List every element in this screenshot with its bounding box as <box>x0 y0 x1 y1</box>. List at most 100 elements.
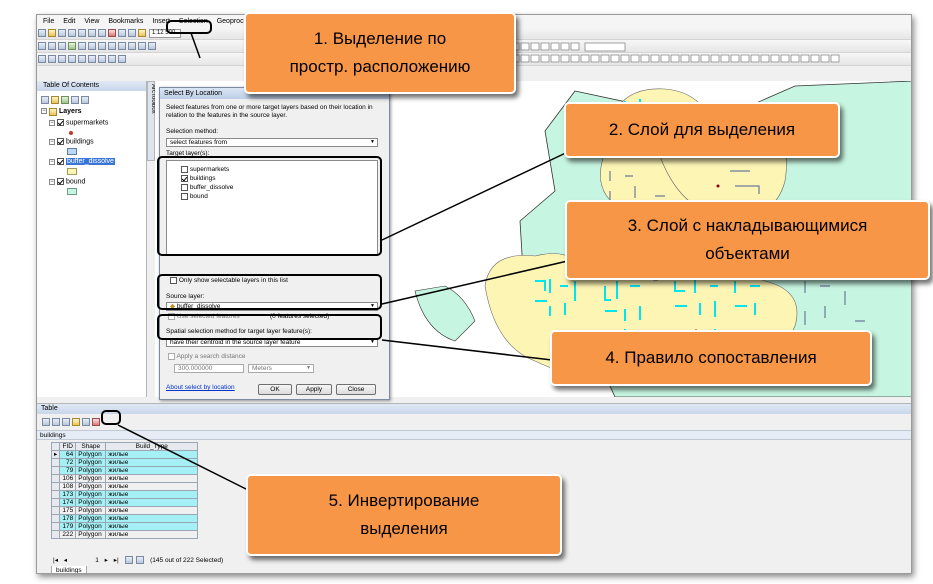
layer-visibility-checkbox[interactable] <box>57 178 64 185</box>
about-select-by-location-link[interactable]: About select by location <box>166 384 235 391</box>
select-by-attributes-icon[interactable] <box>62 418 70 426</box>
back-icon[interactable] <box>98 42 106 50</box>
record-number-input[interactable]: 1 <box>95 557 99 564</box>
toc-layer-buffer-dissolve[interactable]: − buffer_dissolve <box>49 158 115 166</box>
collapse-icon[interactable]: − <box>49 119 55 126</box>
toolbar-icons-right[interactable] <box>507 40 907 66</box>
menu-geoprocessing[interactable]: Geoprocessing <box>216 17 264 25</box>
paste-icon[interactable] <box>98 29 106 37</box>
dropdown-arrow-icon[interactable]: ▼ <box>370 139 375 145</box>
pan-icon[interactable] <box>58 42 66 50</box>
units-select[interactable]: Meters▼ <box>248 364 314 373</box>
collapse-icon[interactable]: − <box>49 158 55 165</box>
target-layer-checkbox[interactable] <box>181 184 188 191</box>
tool-c-icon[interactable] <box>58 55 66 63</box>
use-selected-option[interactable]: Use selected features <box>168 313 240 321</box>
arctoolbox-side-tab[interactable]: ArcToolbox <box>147 81 156 161</box>
new-icon[interactable] <box>38 29 46 37</box>
fixed-zoom-out-icon[interactable] <box>88 42 96 50</box>
find-icon[interactable] <box>138 42 146 50</box>
tool-d-icon[interactable] <box>68 55 76 63</box>
table-options-icon[interactable] <box>42 418 50 426</box>
menu-insert[interactable]: Insert <box>152 17 170 25</box>
target-layer-bound[interactable]: bound <box>181 193 208 201</box>
use-selected-checkbox[interactable] <box>168 313 175 320</box>
tool-h-icon[interactable] <box>108 55 116 63</box>
measure-icon[interactable] <box>148 42 156 50</box>
menu-view[interactable]: View <box>84 17 100 25</box>
identify-icon[interactable] <box>128 42 136 50</box>
layer-visibility-checkbox[interactable] <box>57 119 64 126</box>
target-layers-list[interactable]: supermarkets buildings buffer_dissolve b… <box>166 160 378 256</box>
clear-selection-icon[interactable] <box>82 418 90 426</box>
search-distance-option[interactable]: Apply a search distance <box>168 353 245 361</box>
target-layer-checkbox[interactable] <box>181 175 188 182</box>
delete-selected-icon[interactable] <box>92 418 100 426</box>
print-icon[interactable] <box>68 29 76 37</box>
save-icon[interactable] <box>58 29 66 37</box>
selection-method-select[interactable]: select features from▼ <box>166 138 378 147</box>
collapse-icon[interactable]: − <box>49 138 55 145</box>
select-features-icon[interactable] <box>118 42 126 50</box>
menu-file[interactable]: File <box>43 17 55 25</box>
toc-layer-buildings[interactable]: − buildings <box>49 138 94 145</box>
list-by-visibility-icon[interactable] <box>61 96 69 104</box>
close-button[interactable]: Close <box>336 384 376 395</box>
layer-visibility-checkbox[interactable] <box>57 138 64 145</box>
add-data-icon[interactable] <box>138 29 146 37</box>
search-distance-checkbox[interactable] <box>168 353 175 360</box>
distance-input[interactable]: 300.000000 <box>174 364 244 373</box>
show-all-records-icon[interactable] <box>124 556 133 565</box>
toc-root[interactable]: −Layers <box>41 108 82 116</box>
tool-g-icon[interactable] <box>98 55 106 63</box>
target-layer-checkbox[interactable] <box>181 193 188 200</box>
only-selectable-checkbox[interactable] <box>170 277 177 284</box>
open-icon[interactable] <box>48 29 56 37</box>
list-by-selection-icon[interactable] <box>71 96 79 104</box>
tool-i-icon[interactable] <box>118 55 126 63</box>
full-extent-icon[interactable] <box>68 42 76 50</box>
toc-layer-bound[interactable]: − bound <box>49 178 85 185</box>
layer-visibility-checkbox[interactable] <box>57 158 64 165</box>
zoom-out-icon[interactable] <box>48 42 56 50</box>
previous-record-icon[interactable]: ◂ <box>63 557 68 564</box>
menu-edit[interactable]: Edit <box>63 17 76 25</box>
copy-icon[interactable] <box>88 29 96 37</box>
collapse-icon[interactable]: − <box>41 108 47 115</box>
target-layer-buildings[interactable]: buildings <box>181 175 215 183</box>
options-icon[interactable] <box>81 96 89 104</box>
ok-button[interactable]: OK <box>258 384 292 395</box>
list-by-source-icon[interactable] <box>51 96 59 104</box>
redo-icon[interactable] <box>128 29 136 37</box>
dropdown-arrow-icon[interactable]: ▼ <box>306 365 311 371</box>
last-record-icon[interactable]: ▸| <box>113 557 119 564</box>
switch-selection-icon[interactable] <box>72 418 80 426</box>
target-layer-buffer-dissolve[interactable]: buffer_dissolve <box>181 184 233 192</box>
menu-bookmarks[interactable]: Bookmarks <box>108 17 144 25</box>
apply-button[interactable]: Apply <box>296 384 332 395</box>
show-selected-records-icon[interactable] <box>136 556 145 565</box>
next-record-icon[interactable]: ▸ <box>104 557 108 564</box>
related-tables-icon[interactable] <box>52 418 60 426</box>
first-record-icon[interactable]: |◂ <box>53 557 58 564</box>
tool-f-icon[interactable] <box>88 55 96 63</box>
bottom-table-tab[interactable]: buildings <box>51 566 87 573</box>
tool-b-icon[interactable] <box>48 55 56 63</box>
table-tab-header[interactable]: buildings <box>37 430 911 440</box>
list-by-drawing-order-icon[interactable] <box>41 96 49 104</box>
zoom-in-icon[interactable] <box>38 42 46 50</box>
dropdown-arrow-icon[interactable]: ▼ <box>370 303 375 309</box>
target-layer-checkbox[interactable] <box>181 166 188 173</box>
tool-a-icon[interactable] <box>38 55 46 63</box>
delete-icon[interactable] <box>108 29 116 37</box>
fixed-zoom-in-icon[interactable] <box>78 42 86 50</box>
cut-icon[interactable] <box>78 29 86 37</box>
tool-e-icon[interactable] <box>78 55 86 63</box>
undo-icon[interactable] <box>118 29 126 37</box>
toc-layer-supermarkets[interactable]: − supermarkets <box>49 119 108 126</box>
